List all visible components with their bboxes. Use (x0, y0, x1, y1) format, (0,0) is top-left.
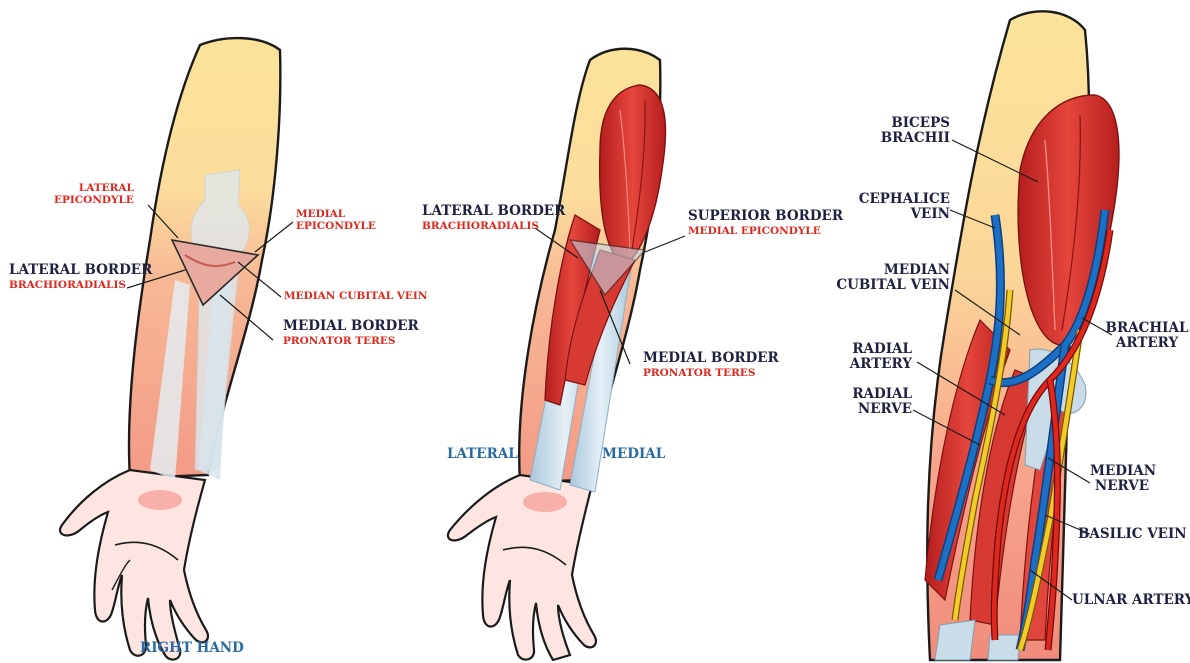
label-brachial-artery: BRACHIAL ARTERY (1105, 321, 1189, 351)
label-median-nerve: MEDIAN NERVE (1090, 464, 1154, 494)
label-lateral-epicondyle: LATERAL EPICONDYLE (54, 183, 134, 207)
label-cephalice-vein: CEPHALICE VEIN (858, 192, 950, 222)
label-ulnar-artery: ULNAR ARTERY (1072, 593, 1190, 608)
label-median-cubital-vein: MEDIAN CUBITAL VEIN (832, 263, 950, 293)
label-medial-epicondyle: MEDIAL EPICONDYLE (688, 226, 821, 238)
label-biceps-brachii: BICEPS BRACHII (872, 116, 950, 146)
label-lateral-border: LATERAL BORDER (9, 263, 152, 278)
label-pronator-teres: PRONATOR TERES (283, 336, 395, 348)
label-superior-border: SUPERIOR BORDER (688, 209, 843, 224)
label-medial-epicondyle: MEDIAL EPICONDYLE (296, 209, 376, 233)
panel3-arm (913, 11, 1119, 660)
label-brachioradialis: BRACHIORADIALIS (9, 280, 126, 292)
label-medial-border: MEDIAL BORDER (643, 351, 779, 366)
label-lateral-border: LATERAL BORDER (422, 204, 565, 219)
label-median-cubital-vein: MEDIAN CUBITAL VEIN (284, 291, 427, 303)
label-radial-artery: RADIAL ARTERY (838, 342, 912, 372)
label-pronator-teres: PRONATOR TERES (643, 368, 755, 380)
label-medial: MEDIAL (602, 447, 665, 462)
label-right-hand: RIGHT HAND (140, 641, 244, 656)
label-radial-nerve: RADIAL NERVE (838, 387, 912, 417)
label-lateral: LATERAL (447, 447, 518, 462)
label-basilic-vein: BASILIC VEIN (1078, 527, 1187, 542)
label-brachioradialis: BRACHIORADIALIS (422, 221, 539, 233)
panel1-arm (60, 38, 293, 660)
label-medial-border: MEDIAL BORDER (283, 319, 419, 334)
